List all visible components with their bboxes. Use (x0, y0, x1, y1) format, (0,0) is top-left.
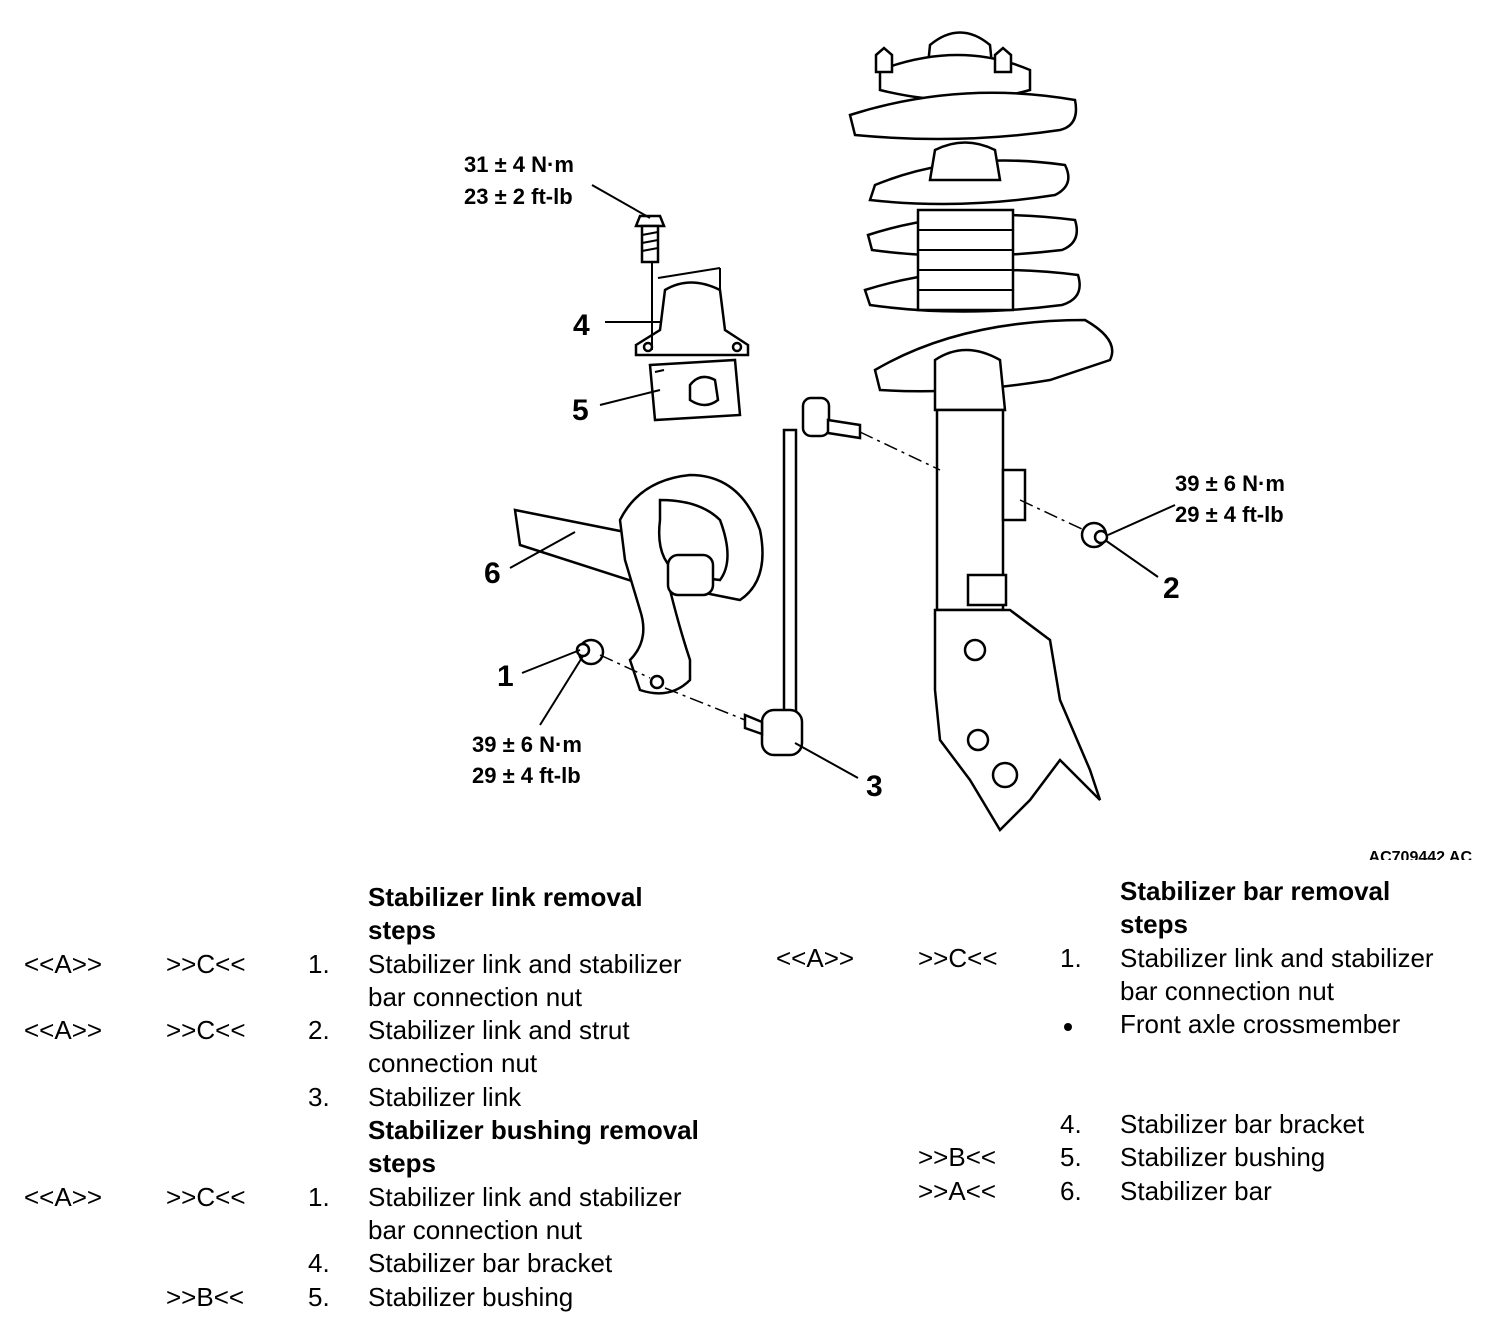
step-text: Stabilizer bar bracket (368, 1248, 613, 1279)
list-item: >>B<< 5. Stabilizer bushing (776, 1141, 1496, 1174)
exploded-view-diagram: 31 ± 4 N·m 23 ± 2 ft-lb 39 ± 6 N·m 29 ± … (464, 31, 1473, 860)
torque-label-strut-nut-metric: 39 ± 6 N·m (1175, 471, 1285, 496)
nut-2-illustration (1080, 521, 1109, 549)
ref-removal: <<A>> (24, 1015, 103, 1046)
step-number: 3. (308, 1081, 330, 1112)
step-number: 5. (308, 1281, 330, 1312)
step-text: Stabilizer link and stabilizer bar conne… (368, 1181, 682, 1245)
step-text: Front axle crossmember (1120, 1009, 1401, 1040)
strut-assembly-illustration (848, 31, 1114, 833)
torque-label-bracket-imperial: 23 ± 2 ft-lb (464, 184, 573, 209)
ref-installation: >>C<< (166, 1015, 246, 1046)
nut-1-illustration (575, 638, 605, 666)
callout-number-2: 2 (1163, 572, 1180, 605)
list-item: >>A<< 6. Stabilizer bar (776, 1175, 1496, 1208)
stabilizer-link-illustration (743, 396, 862, 757)
step-text: Stabilizer bar bracket (1120, 1109, 1365, 1140)
ref-removal: <<A>> (24, 948, 103, 979)
list-item: 4. Stabilizer bar bracket (776, 1108, 1496, 1141)
callout-number-4: 4 (573, 309, 590, 342)
list-item: <<A>> >>C<< 2. Stabilizer link and strut… (24, 1014, 744, 1081)
step-number: 4. (1060, 1109, 1082, 1140)
heading-stabilizer-bar-removal: Stabilizer bar removal steps (1120, 876, 1391, 940)
step-text: Stabilizer bushing (368, 1281, 574, 1312)
step-number: 1. (1060, 942, 1082, 973)
step-number: 1. (308, 1181, 330, 1212)
left-procedure-table: Stabilizer link removal steps <<A>> >>C<… (24, 881, 744, 1314)
heading-stabilizer-bushing-removal: Stabilizer bushing removal steps (368, 1115, 699, 1179)
ref-removal: <<A>> (24, 1181, 103, 1212)
ref-installation: >>B<< (918, 1142, 997, 1173)
illustration-id: AC709442 AC (1369, 849, 1473, 860)
list-item: <<A>> >>C<< 1. Stabilizer link and stabi… (776, 942, 1496, 1009)
list-item: <<A>> >>C<< 1. Stabilizer link and stabi… (24, 1181, 744, 1248)
torque-label-strut-nut-imperial: 29 ± 4 ft-lb (1175, 502, 1284, 527)
step-number: 6. (1060, 1175, 1082, 1206)
ref-installation: >>C<< (166, 948, 246, 979)
step-text: Stabilizer bar (1120, 1175, 1272, 1206)
callout-number-5: 5 (572, 394, 589, 427)
step-text: Stabilizer link and stabilizer bar conne… (368, 948, 682, 1012)
callout-number-6: 6 (484, 557, 501, 590)
torque-label-bar-nut-metric: 39 ± 6 N·m (472, 732, 582, 757)
list-item: >>B<< 5. Stabilizer bushing (24, 1281, 744, 1314)
step-number: 4. (308, 1248, 330, 1279)
bullet-icon (1060, 1008, 1072, 1041)
right-procedure-table: Stabilizer bar removal steps <<A>> >>C<<… (776, 875, 1496, 1208)
step-number: 5. (1060, 1142, 1082, 1173)
torque-label-bar-nut-imperial: 29 ± 4 ft-lb (472, 763, 581, 788)
ref-installation: >>C<< (166, 1181, 246, 1212)
list-item: 3. Stabilizer link (24, 1081, 744, 1114)
step-text: Stabilizer link and stabilizer bar conne… (1120, 942, 1434, 1006)
list-item: <<A>> >>C<< 1. Stabilizer link and stabi… (24, 948, 744, 1015)
step-text: Stabilizer link and strut connection nut (368, 1015, 630, 1079)
step-text: Stabilizer bushing (1120, 1142, 1326, 1173)
step-number: 2. (308, 1015, 330, 1046)
heading-stabilizer-link-removal: Stabilizer link removal steps (368, 882, 643, 946)
bracket-and-bushing-illustration (634, 260, 750, 422)
torque-label-bracket-metric: 31 ± 4 N·m (464, 152, 574, 177)
ref-installation: >>B<< (166, 1281, 245, 1312)
callout-number-3: 3 (866, 770, 883, 803)
step-text: Stabilizer link (368, 1081, 522, 1112)
list-item: Front axle crossmember (776, 1008, 1496, 1108)
ref-removal: <<A>> (776, 942, 855, 973)
step-number: 1. (308, 948, 330, 979)
list-item: 4. Stabilizer bar bracket (24, 1247, 744, 1280)
ref-installation: >>C<< (918, 942, 998, 973)
ref-installation: >>A<< (918, 1175, 997, 1206)
callout-number-1: 1 (497, 660, 514, 693)
bracket-bolt-illustration (634, 214, 666, 264)
